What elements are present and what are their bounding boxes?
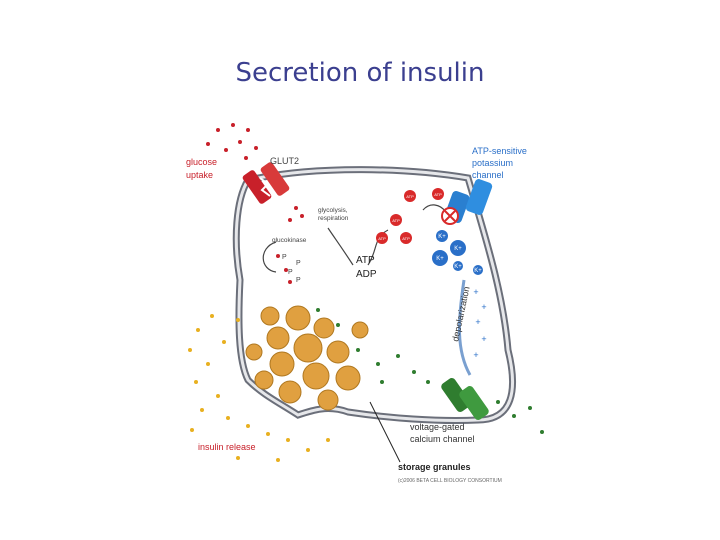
svg-text:P: P <box>296 277 301 284</box>
calcium-ions <box>316 308 544 434</box>
katp-channel <box>441 179 493 225</box>
svg-text:K+: K+ <box>454 264 462 270</box>
insulin-secretion-diagram: glucose uptake GLUT2 P P P P glucokinase… <box>178 120 558 490</box>
svg-text:+: + <box>475 317 480 327</box>
svg-text:+: + <box>481 334 486 344</box>
vgcc-label-line1: voltage-gated <box>410 422 465 432</box>
svg-text:P: P <box>288 269 293 276</box>
svg-text:+: + <box>481 302 486 312</box>
svg-text:ATP: ATP <box>406 194 414 199</box>
glucokinase-label: glucokinase <box>272 237 307 244</box>
atp-tokens: ATP ATP ATP ATP ATP <box>376 188 444 244</box>
svg-text:ATP: ATP <box>434 192 442 197</box>
svg-text:K+: K+ <box>474 268 482 274</box>
svg-text:+: + <box>473 350 478 360</box>
glucose-dots-outside <box>206 123 258 160</box>
slide-title: Secretion of insulin <box>235 58 485 88</box>
svg-text:P: P <box>296 260 301 267</box>
svg-text:K+: K+ <box>454 246 462 252</box>
glucokinase-arrow <box>262 241 277 273</box>
glut2-transporter <box>242 162 290 204</box>
glycolysis-label: glycolysis, <box>318 207 348 214</box>
phosphate-labels: P P P P <box>282 254 301 284</box>
storage-granules <box>245 305 369 411</box>
storage-granules-pointer <box>369 401 401 463</box>
glucose-dots-inside <box>276 206 304 284</box>
depolarization-label: depolarization <box>450 286 471 343</box>
atp-adp-arrow <box>367 229 389 266</box>
depolarization-charges: + + + + + <box>473 287 486 360</box>
storage-granules-label: storage granules <box>398 462 471 472</box>
insulin-dots <box>188 314 330 462</box>
svg-text:K+: K+ <box>438 234 446 240</box>
uptake-label: uptake <box>186 170 213 180</box>
svg-text:+: + <box>473 287 478 297</box>
katp-label-line1: ATP-sensitive <box>472 146 527 156</box>
insulin-release-label: insulin release <box>198 442 256 452</box>
glycolysis-arrow <box>327 227 354 266</box>
potassium-ions: K+ K+ K+ K+ K+ <box>432 230 483 275</box>
svg-text:ATP: ATP <box>402 236 410 241</box>
svg-text:K+: K+ <box>436 256 444 262</box>
atp-binding-arrow <box>422 204 447 213</box>
katp-label-line2: potassium <box>472 158 513 168</box>
adp-label: ADP <box>356 269 377 280</box>
atp-label: ATP <box>356 255 375 266</box>
svg-text:ATP: ATP <box>392 218 400 223</box>
depolarization-arrow <box>457 279 472 376</box>
svg-text:P: P <box>282 254 287 261</box>
katp-label-line3: channel <box>472 170 504 180</box>
svg-text:ATP: ATP <box>378 236 386 241</box>
glucose-label: glucose <box>186 157 217 167</box>
credit-label: (c)2006 BETA CELL BIOLOGY CONSORTIUM <box>398 478 502 484</box>
respiration-label: respiration <box>318 215 349 222</box>
calcium-channel <box>441 378 489 420</box>
glut2-label: GLUT2 <box>270 156 299 166</box>
vgcc-label-line2: calcium channel <box>410 434 475 444</box>
diagram-canvas: glucose uptake GLUT2 P P P P glucokinase… <box>186 123 544 484</box>
